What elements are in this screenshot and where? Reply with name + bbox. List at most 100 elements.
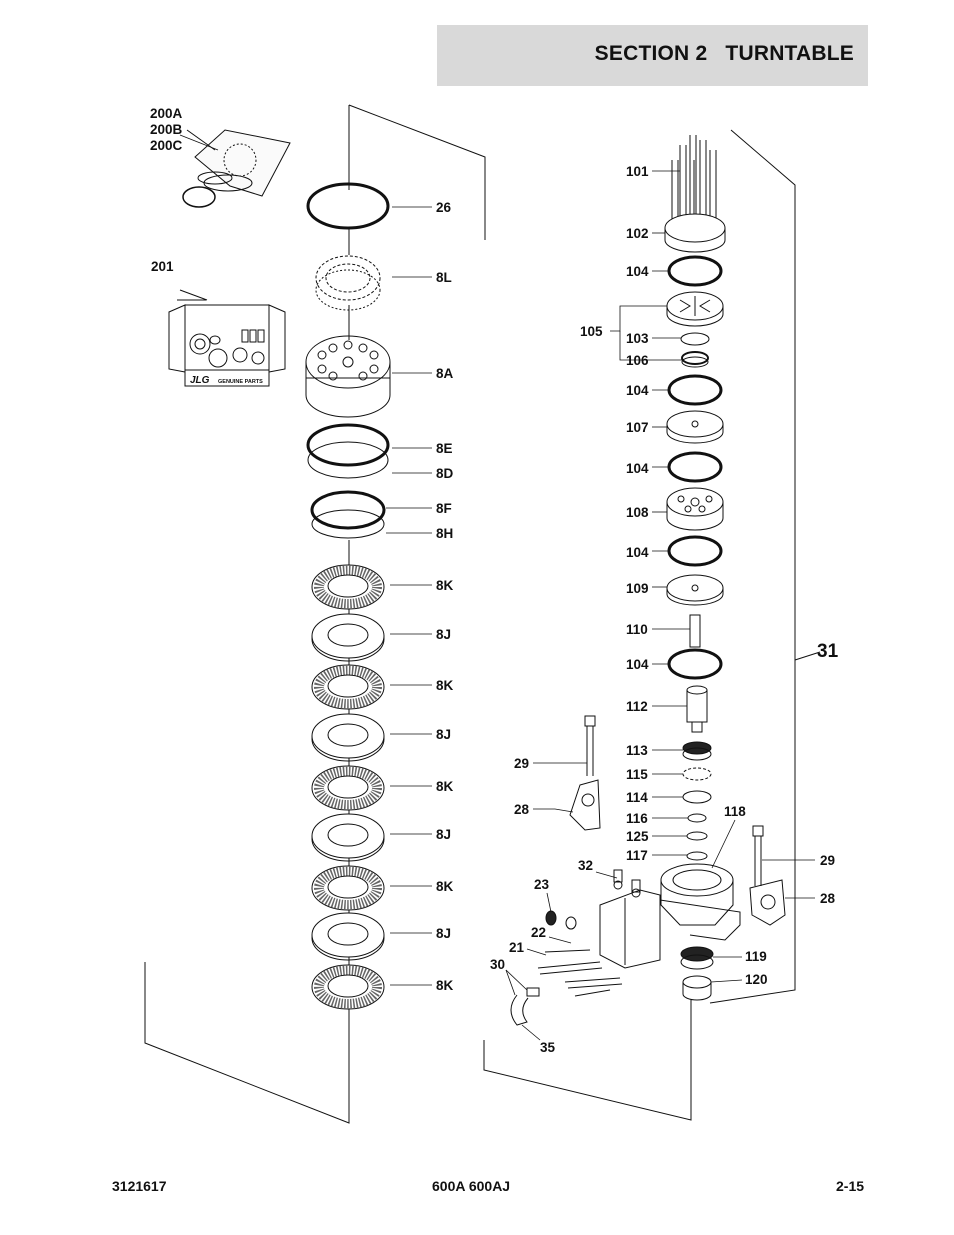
callout-35: 35 [540, 1040, 556, 1055]
ring-117 [686, 851, 708, 861]
callout-28-left: 28 [514, 802, 530, 817]
callout-21: 21 [509, 940, 525, 955]
washer-8j [311, 813, 385, 862]
callout-washer: 8K [436, 879, 454, 894]
callout-113: 113 [626, 743, 648, 758]
callout-washer: 8J [436, 926, 451, 941]
washer-8k [311, 664, 385, 710]
washer-8k [311, 865, 385, 911]
o-ring-104-d [667, 535, 723, 567]
bracket-28-right [749, 879, 786, 926]
callout-109: 109 [626, 581, 649, 596]
callout-8d: 8D [436, 466, 454, 481]
washer-stack [311, 564, 385, 1010]
left-stack-bounds-bottom [144, 962, 350, 1124]
o-ring-104-a [667, 255, 723, 287]
o-ring-26 [306, 182, 390, 230]
seal-kit-bag [182, 129, 291, 208]
callout-8f: 8F [436, 501, 452, 516]
washer-114 [682, 790, 712, 804]
callout-200c: 200C [150, 138, 183, 153]
callout-200a: 200A [150, 106, 183, 121]
callout-101: 101 [626, 164, 649, 179]
bearing-119 [680, 946, 714, 970]
callout-108: 108 [626, 505, 649, 520]
callout-washer: 8J [436, 627, 451, 642]
callout-26: 26 [436, 200, 452, 215]
callout-110: 110 [626, 622, 648, 637]
callout-104: 104 [626, 461, 649, 476]
callout-washer: 8K [436, 678, 454, 693]
callout-104: 104 [626, 545, 649, 560]
footer-page-number: 2-15 [836, 1178, 865, 1194]
callout-8h: 8H [436, 526, 453, 541]
callout-102: 102 [626, 226, 649, 241]
bolt-29-left [584, 715, 596, 776]
ring-116 [687, 813, 707, 823]
callout-104: 104 [626, 264, 649, 279]
callout-107: 107 [626, 420, 649, 435]
footer-doc-number: 3121617 [112, 1178, 167, 1194]
callout-117: 117 [626, 848, 648, 863]
seal-106 [681, 351, 709, 368]
callout-29-left: 29 [514, 756, 529, 771]
callout-115: 115 [626, 767, 648, 782]
callout-8a: 8A [436, 366, 454, 381]
seal-103 [680, 332, 710, 346]
callout-201: 201 [151, 259, 174, 274]
callout-washer: 8J [436, 727, 451, 742]
ring-8d [307, 441, 389, 479]
callout-23: 23 [534, 877, 550, 892]
callout-8e: 8E [436, 441, 453, 456]
washer-115 [682, 767, 712, 781]
section-header: SECTION 2 TURNTABLE [437, 25, 868, 86]
seal-8e [306, 423, 390, 467]
bushing-120 [682, 975, 712, 1001]
callout-washer: 8K [436, 978, 454, 993]
right-group-bounds-bottom [483, 1000, 692, 1121]
spring-pack-8l [315, 255, 381, 311]
washer-8k [311, 564, 385, 610]
callout-118: 118 [724, 804, 746, 819]
parts-kit-box [168, 289, 286, 387]
jlg-logo-mark: JLG [190, 375, 210, 386]
o-ring-104-c [667, 451, 723, 483]
jlg-logo: JLG GENUINE PARTS [190, 375, 263, 386]
valve-block [510, 869, 661, 1026]
callout-8l: 8L [436, 270, 452, 285]
piston-8a [305, 335, 391, 418]
section-title: SECTION 2 TURNTABLE [594, 42, 854, 65]
washer-8j [311, 613, 385, 662]
swivel-housing-118 [659, 863, 741, 941]
genuine-parts-text: GENUINE PARTS [218, 379, 263, 385]
callout-32: 32 [578, 858, 593, 873]
washer-8k [311, 964, 385, 1010]
callout-103: 103 [626, 331, 649, 346]
ring-8h [311, 509, 385, 539]
callout-120: 120 [745, 972, 768, 987]
callout-125: 125 [626, 829, 649, 844]
washer-8j [311, 912, 385, 961]
callout-30: 30 [490, 957, 505, 972]
callout-116: 116 [626, 811, 648, 826]
callout-114: 114 [626, 790, 648, 805]
coupler-112 [686, 685, 708, 733]
housing-108 [666, 487, 724, 531]
footer-model: 600A 600AJ [432, 1178, 511, 1194]
callout-washer: 8J [436, 827, 451, 842]
callout-105: 105 [580, 324, 603, 339]
left-stack-bounds [348, 104, 486, 240]
callout-106: 106 [626, 353, 649, 368]
seal-8f [310, 490, 386, 530]
washer-8k [311, 765, 385, 811]
cover-102 [664, 213, 726, 253]
callout-28-right: 28 [820, 891, 836, 906]
bolt-29-right [752, 825, 764, 886]
bearing-113 [682, 741, 712, 761]
callout-31: 31 [817, 641, 839, 662]
washer-8j [311, 713, 385, 762]
callout-22: 22 [531, 925, 546, 940]
right-group-bounds [709, 129, 796, 1004]
callout-104: 104 [626, 657, 649, 672]
